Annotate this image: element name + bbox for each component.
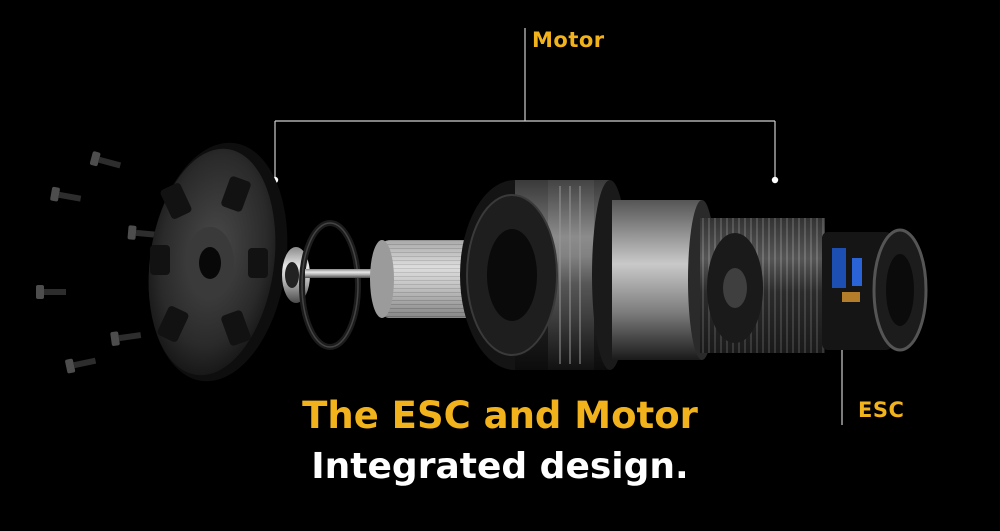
esc-heatsink <box>700 218 825 353</box>
esc-circuit-board <box>822 228 928 352</box>
motor-housing <box>460 180 628 370</box>
motor-callout-dot-right <box>771 176 779 184</box>
motor-callout-bracket <box>274 28 776 178</box>
shaft <box>305 269 385 278</box>
motor-label: Motor <box>532 28 605 52</box>
screws <box>36 151 159 374</box>
headline-secondary: Integrated design. <box>311 446 689 487</box>
end-plate <box>148 142 288 382</box>
esc-label: ESC <box>858 398 905 422</box>
headline-primary: The ESC and Motor <box>302 394 698 437</box>
